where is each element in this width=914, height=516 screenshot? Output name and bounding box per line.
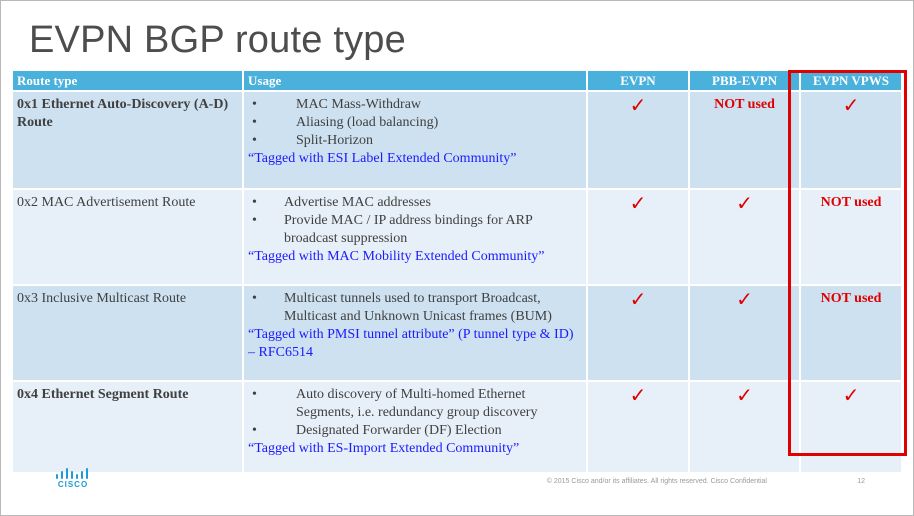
tagged-note: “Tagged with ESI Label Extended Communit… bbox=[248, 151, 517, 166]
header-evpn-vpws: EVPN VPWS bbox=[801, 71, 903, 92]
usage-bullet: •Provide MAC / IP address bindings for A… bbox=[252, 213, 533, 246]
footer-copyright: © 2015 Cisco and/or its affiliates. All … bbox=[546, 478, 767, 485]
usage-cell: •Multicast tunnels used to transport Bro… bbox=[244, 286, 588, 382]
table-row: 0x3 Inclusive Multicast Route •Multicast… bbox=[13, 286, 903, 382]
route-type-cell: 0x3 Inclusive Multicast Route bbox=[13, 286, 244, 382]
usage-bullet: •MAC Mass-Withdraw bbox=[252, 97, 422, 112]
not-used-label: NOT used bbox=[820, 291, 882, 306]
checkmark-icon: ✓ bbox=[842, 93, 860, 117]
header-pbb-evpn: PBB-EVPN bbox=[690, 71, 801, 92]
usage-bullet: •Split-Horizon bbox=[252, 133, 373, 148]
table-header-row: Route type Usage EVPN PBB-EVPN EVPN VPWS bbox=[13, 71, 903, 92]
evpn-vpws-cell: NOT used bbox=[801, 286, 903, 382]
pbb-evpn-cell: ✓ bbox=[690, 190, 801, 286]
route-type-cell: 0x1 Ethernet Auto-Discovery (A-D) Route bbox=[13, 92, 244, 190]
checkmark-icon: ✓ bbox=[736, 383, 753, 407]
cisco-logo: CISCO bbox=[53, 467, 93, 491]
evpn-vpws-cell: NOT used bbox=[801, 190, 903, 286]
bullet-dot: • bbox=[252, 423, 257, 438]
header-evpn: EVPN bbox=[588, 71, 690, 92]
not-used-label: NOT used bbox=[820, 195, 882, 210]
bullet-dot: • bbox=[252, 195, 257, 210]
checkmark-icon: ✓ bbox=[736, 287, 753, 311]
evpn-cell: ✓ bbox=[588, 382, 690, 474]
evpn-cell: ✓ bbox=[588, 92, 690, 190]
checkmark-icon: ✓ bbox=[736, 191, 753, 215]
pbb-evpn-cell: NOT used bbox=[690, 92, 801, 190]
usage-bullet: •Auto discovery of Multi-homed Ethernet … bbox=[252, 387, 538, 420]
bullet-dot: • bbox=[252, 97, 257, 112]
usage-bullet: •Multicast tunnels used to transport Bro… bbox=[252, 291, 552, 324]
cisco-bridge-icon bbox=[56, 468, 88, 479]
checkmark-icon: ✓ bbox=[629, 93, 647, 117]
bullet-dot: • bbox=[252, 213, 257, 228]
pbb-evpn-cell: ✓ bbox=[690, 286, 801, 382]
usage-bullet: •Advertise MAC addresses bbox=[252, 195, 431, 210]
tagged-note: “Tagged with PMSI tunnel attribute” (P t… bbox=[248, 327, 574, 360]
usage-cell: •Advertise MAC addresses •Provide MAC / … bbox=[244, 190, 588, 286]
evpn-vpws-cell: ✓ bbox=[801, 92, 903, 190]
tagged-note: “Tagged with ES-Import Extended Communit… bbox=[248, 441, 520, 456]
page-number: 12 bbox=[857, 478, 865, 485]
evpn-vpws-cell: ✓ bbox=[801, 382, 903, 474]
tagged-note: “Tagged with MAC Mobility Extended Commu… bbox=[248, 249, 545, 264]
bullet-dot: • bbox=[252, 291, 257, 306]
usage-bullet: •Designated Forwarder (DF) Election bbox=[252, 423, 502, 438]
header-route-type: Route type bbox=[13, 71, 244, 92]
bullet-dot: • bbox=[252, 115, 257, 130]
evpn-cell: ✓ bbox=[588, 190, 690, 286]
evpn-cell: ✓ bbox=[588, 286, 690, 382]
checkmark-icon: ✓ bbox=[842, 383, 860, 407]
slide-title: EVPN BGP route type bbox=[29, 19, 406, 61]
usage-cell: •MAC Mass-Withdraw •Aliasing (load balan… bbox=[244, 92, 588, 190]
checkmark-icon: ✓ bbox=[629, 191, 647, 215]
table-row: 0x1 Ethernet Auto-Discovery (A-D) Route … bbox=[13, 92, 903, 190]
route-type-cell: 0x4 Ethernet Segment Route bbox=[13, 382, 244, 474]
pbb-evpn-cell: ✓ bbox=[690, 382, 801, 474]
route-type-cell: 0x2 MAC Advertisement Route bbox=[13, 190, 244, 286]
not-used-label: NOT used bbox=[714, 97, 775, 112]
table-row: 0x4 Ethernet Segment Route •Auto discove… bbox=[13, 382, 903, 474]
usage-cell: •Auto discovery of Multi-homed Ethernet … bbox=[244, 382, 588, 474]
table-row: 0x2 MAC Advertisement Route •Advertise M… bbox=[13, 190, 903, 286]
usage-bullet: •Aliasing (load balancing) bbox=[252, 115, 439, 130]
header-usage: Usage bbox=[244, 71, 588, 92]
bullet-dot: • bbox=[252, 133, 257, 148]
cisco-logo-text: CISCO bbox=[57, 480, 89, 489]
route-type-table: Route type Usage EVPN PBB-EVPN EVPN VPWS… bbox=[13, 71, 903, 474]
checkmark-icon: ✓ bbox=[629, 287, 647, 311]
checkmark-icon: ✓ bbox=[629, 383, 647, 407]
bullet-dot: • bbox=[252, 387, 257, 402]
